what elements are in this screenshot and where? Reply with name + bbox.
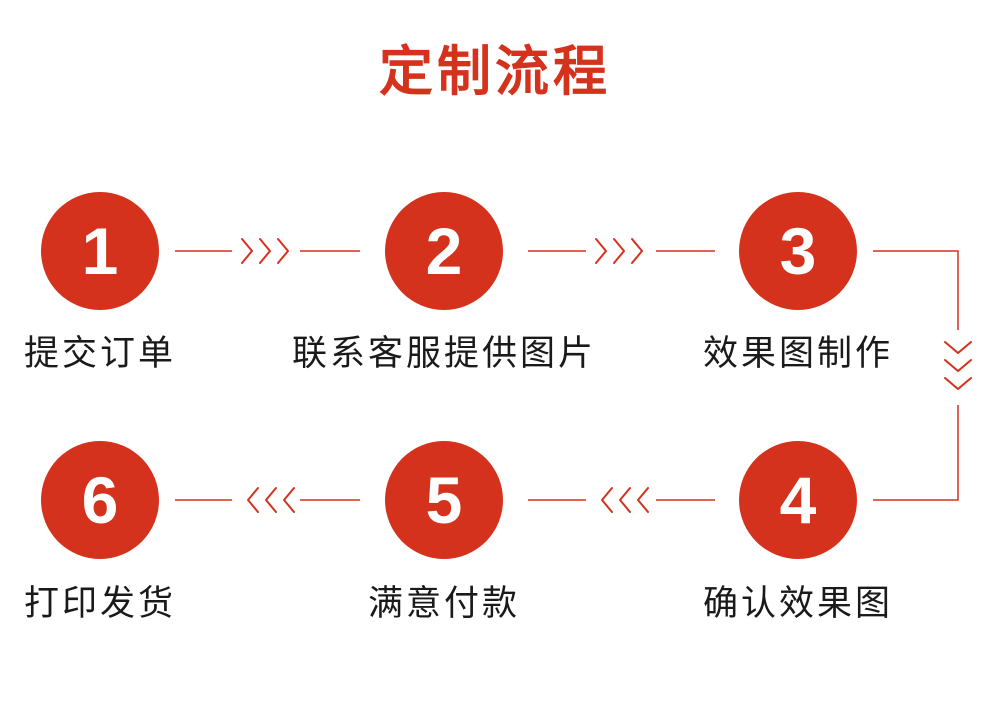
step-6-circle: 6 [41,441,159,559]
connector-2-3 [528,238,715,264]
step-6-label: 打印发货 [23,584,176,624]
step-3-circle: 3 [739,192,857,310]
step-2-label: 联系客服提供图片 [291,334,596,374]
step-4-number: 4 [779,463,817,537]
step-3-number: 3 [779,214,817,288]
step-6-number: 6 [81,463,119,537]
step-4-circle: 4 [739,441,857,559]
step-2-number: 2 [425,214,463,288]
step-5-label: 满意付款 [367,584,520,624]
step-1-label: 提交订单 [23,334,176,374]
step-1-number: 1 [81,214,119,288]
chevron-right-icon [595,238,643,264]
step-1-circle: 1 [41,192,159,310]
step-5-number: 5 [425,463,463,537]
chevron-right-icon [241,238,289,264]
connector-1-2 [175,238,360,264]
chevron-left-icon [601,487,649,513]
connector-3-4 [873,250,972,501]
step-4-label: 确认效果图 [702,584,893,624]
step-5-circle: 5 [385,441,503,559]
connector-4-5 [528,487,715,513]
chevron-down-icon [944,341,972,390]
connector-5-6 [175,487,360,513]
page-title: 定制流程 [379,40,611,103]
step-3-label: 效果图制作 [702,334,893,374]
step-2-circle: 2 [385,192,503,310]
chevron-left-icon [247,487,295,513]
